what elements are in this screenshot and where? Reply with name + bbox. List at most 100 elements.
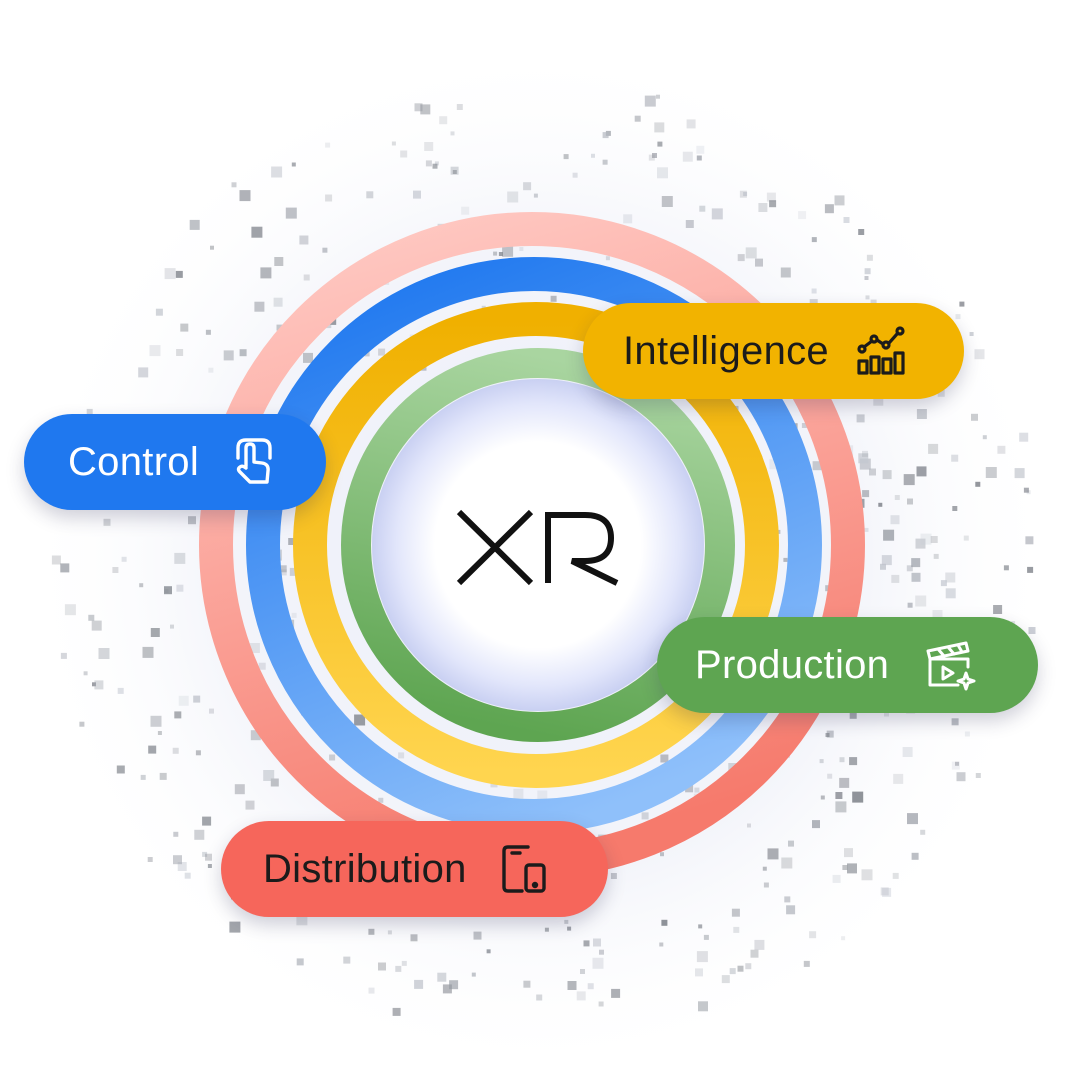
pixel-dust-square xyxy=(758,203,768,212)
pixel-dust-square xyxy=(747,823,751,828)
ring-production xyxy=(341,348,735,742)
pixel-dust-square xyxy=(537,790,548,801)
pixel-dust-square xyxy=(755,258,763,267)
pixel-dust-square xyxy=(803,960,810,967)
pixel-dust-square xyxy=(121,556,127,562)
pixel-dust-square xyxy=(177,862,187,871)
pixel-dust-square xyxy=(142,646,154,658)
pixel-dust-square xyxy=(493,251,498,256)
video-clapper-icon xyxy=(923,638,977,692)
pixel-dust-square xyxy=(644,95,656,107)
pixel-dust-square xyxy=(892,872,899,879)
pixel-dust-square xyxy=(711,208,723,220)
pixel-dust-square xyxy=(866,254,873,261)
pixel-dust-square xyxy=(862,450,868,457)
pixel-dust-square xyxy=(880,887,889,896)
pixel-dust-square xyxy=(325,194,333,202)
pixel-dust-square xyxy=(138,367,149,378)
pixel-dust-square xyxy=(878,502,883,507)
pixel-dust-square xyxy=(826,730,834,738)
pixel-dust-square xyxy=(940,580,947,587)
pixel-dust-square xyxy=(682,151,693,162)
pixel-dust-square xyxy=(801,423,807,428)
pixel-dust-square xyxy=(170,624,174,629)
pixel-dust-square xyxy=(330,318,337,325)
pixel-dust-square xyxy=(911,572,921,582)
pixel-dust-square xyxy=(442,984,452,994)
pixel-dust-square xyxy=(564,919,569,924)
pixel-dust-square xyxy=(696,155,702,161)
center-core xyxy=(372,379,704,711)
pixel-dust-square xyxy=(881,555,892,566)
pixel-dust-square xyxy=(98,648,110,659)
pixel-dust-square xyxy=(974,349,985,360)
pixel-dust-square xyxy=(798,211,807,220)
pixel-dust-square xyxy=(657,141,663,147)
pixel-dust-square xyxy=(176,349,184,356)
pixel-dust-square xyxy=(932,610,943,620)
pixel-dust-square xyxy=(856,414,865,423)
pixel-dust-square xyxy=(88,614,95,621)
pixel-dust-square xyxy=(985,467,997,478)
pixel-dust-square xyxy=(205,853,212,861)
pixel-dust-square xyxy=(473,931,482,940)
pixel-dust-square xyxy=(956,772,966,782)
pixel-dust-square xyxy=(148,745,157,754)
pixel-dust-square xyxy=(184,872,191,879)
pixel-dust-square xyxy=(869,468,876,476)
pixel-dust-square xyxy=(754,939,765,950)
pixel-dust-square xyxy=(239,349,247,357)
pixel-dust-square xyxy=(471,972,476,977)
pixel-dust-square xyxy=(150,715,162,727)
pixel-dust-square xyxy=(902,747,913,757)
pixel-dust-square xyxy=(610,873,617,879)
pixel-dust-square xyxy=(809,931,817,939)
pixel-dust-square xyxy=(767,848,779,860)
pixel-dust-square xyxy=(401,960,407,966)
pixel-dust-square xyxy=(450,131,455,136)
pixel-dust-square xyxy=(343,956,351,964)
pixel-dust-square xyxy=(930,536,938,543)
pixel-dust-square xyxy=(180,323,189,332)
pixel-dust-square xyxy=(157,731,162,735)
pixel-dust-square xyxy=(893,773,904,784)
pixel-dust-square xyxy=(289,567,298,576)
pixel-dust-square xyxy=(567,926,572,931)
pixel-dust-square xyxy=(456,104,463,110)
pixel-dust-square xyxy=(188,516,196,525)
pixel-dust-square xyxy=(659,942,664,947)
pill-production[interactable]: Production xyxy=(657,617,1038,713)
pixel-dust-square xyxy=(945,572,956,583)
pixel-dust-square xyxy=(92,682,96,687)
pixel-dust-square xyxy=(661,919,668,926)
pixel-dust-square xyxy=(685,784,694,793)
pixel-dust-square xyxy=(270,778,279,787)
pixel-dust-square xyxy=(832,874,841,883)
pixel-dust-square xyxy=(550,295,557,302)
pixel-dust-square xyxy=(322,247,328,253)
pixel-dust-square xyxy=(195,750,201,756)
pixel-dust-square xyxy=(140,774,146,780)
pixel-dust-square xyxy=(303,274,310,281)
pixel-dust-square xyxy=(915,538,926,549)
pixel-dust-square xyxy=(296,958,304,966)
pill-distribution[interactable]: Distribution xyxy=(221,821,608,917)
pixel-dust-square xyxy=(861,869,873,881)
pixel-dust-square xyxy=(783,557,788,562)
pixel-dust-square xyxy=(847,863,857,874)
pixel-dust-square xyxy=(112,567,119,573)
pixel-dust-square xyxy=(951,718,959,726)
pixel-dust-square xyxy=(858,453,869,464)
pixel-dust-square xyxy=(602,132,609,139)
pixel-dust-square xyxy=(982,435,987,440)
pixel-dust-square xyxy=(414,979,424,989)
pill-intelligence[interactable]: Intelligence xyxy=(583,303,964,399)
pixel-dust-square xyxy=(174,552,186,564)
pixel-dust-square xyxy=(420,104,431,115)
pixel-dust-square xyxy=(884,711,889,717)
pill-control[interactable]: Control xyxy=(24,414,326,510)
pixel-dust-square xyxy=(366,191,374,199)
pixel-dust-square xyxy=(660,852,664,857)
pixel-dust-square xyxy=(209,708,214,714)
